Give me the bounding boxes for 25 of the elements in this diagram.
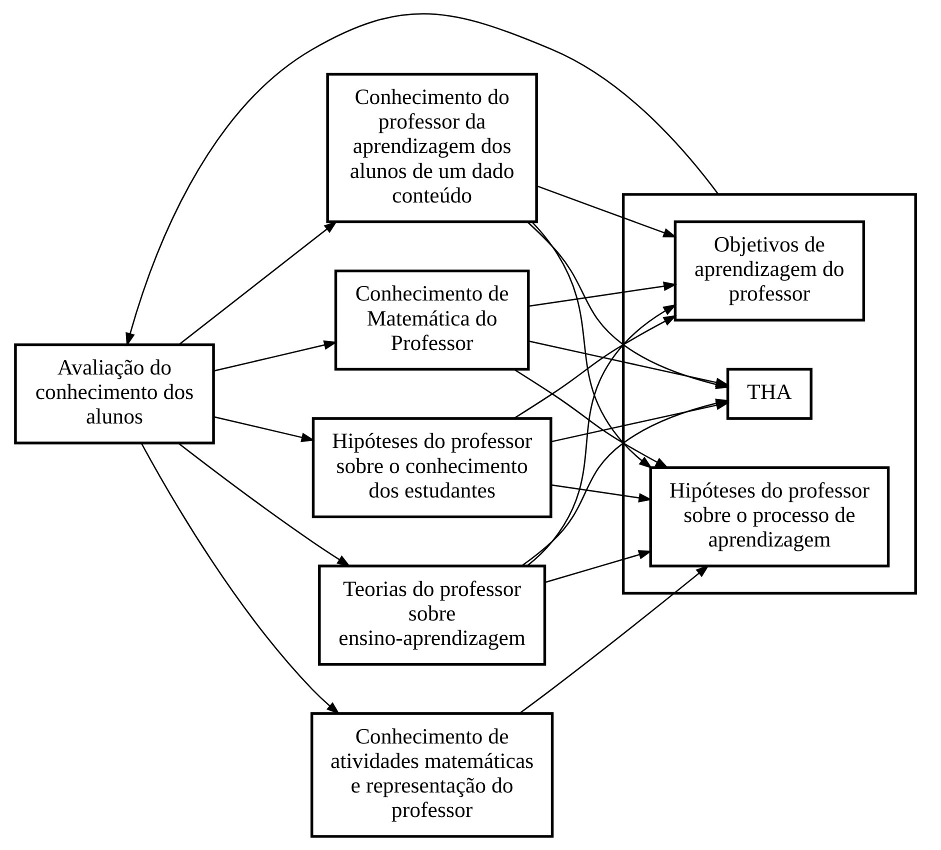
node-box: Hipóteses do professor sobre o conhecimento dos estudantes bbox=[311, 417, 552, 518]
arrow bbox=[528, 282, 677, 307]
arrow bbox=[178, 220, 337, 345]
node-box: Conhecimento do professor da aprendizagem dos alunos de um dado conteúdo bbox=[326, 72, 538, 224]
arrow bbox=[177, 442, 350, 567]
arrow bbox=[213, 416, 314, 442]
node-box: Objetivos de aprendizagem do professor bbox=[673, 220, 865, 322]
arrow bbox=[213, 340, 338, 372]
cluster bbox=[621, 193, 916, 595]
arrow bbox=[530, 221, 652, 469]
arrow bbox=[140, 442, 340, 715]
arrow bbox=[513, 368, 668, 469]
arrow bbox=[536, 185, 676, 238]
node-box: THA bbox=[726, 368, 812, 420]
node-box: Teorias do professor sobre ensino-aprendizagem bbox=[318, 564, 546, 666]
node-box: Conhecimento de atividades matemáticas e representação do professor bbox=[310, 712, 554, 838]
arrow bbox=[513, 314, 676, 419]
arrow bbox=[544, 550, 652, 584]
arrow bbox=[125, 13, 718, 347]
node-box: Hipóteses do professor sobre o processo de aprendizagem bbox=[648, 466, 890, 568]
arrow bbox=[550, 484, 652, 503]
arrow bbox=[518, 564, 709, 714]
node-box: Avaliação do conhecimento dos alunos bbox=[14, 343, 214, 444]
node-box: Conhecimento de Matemática do Professor bbox=[334, 270, 530, 371]
arrow bbox=[526, 304, 676, 566]
